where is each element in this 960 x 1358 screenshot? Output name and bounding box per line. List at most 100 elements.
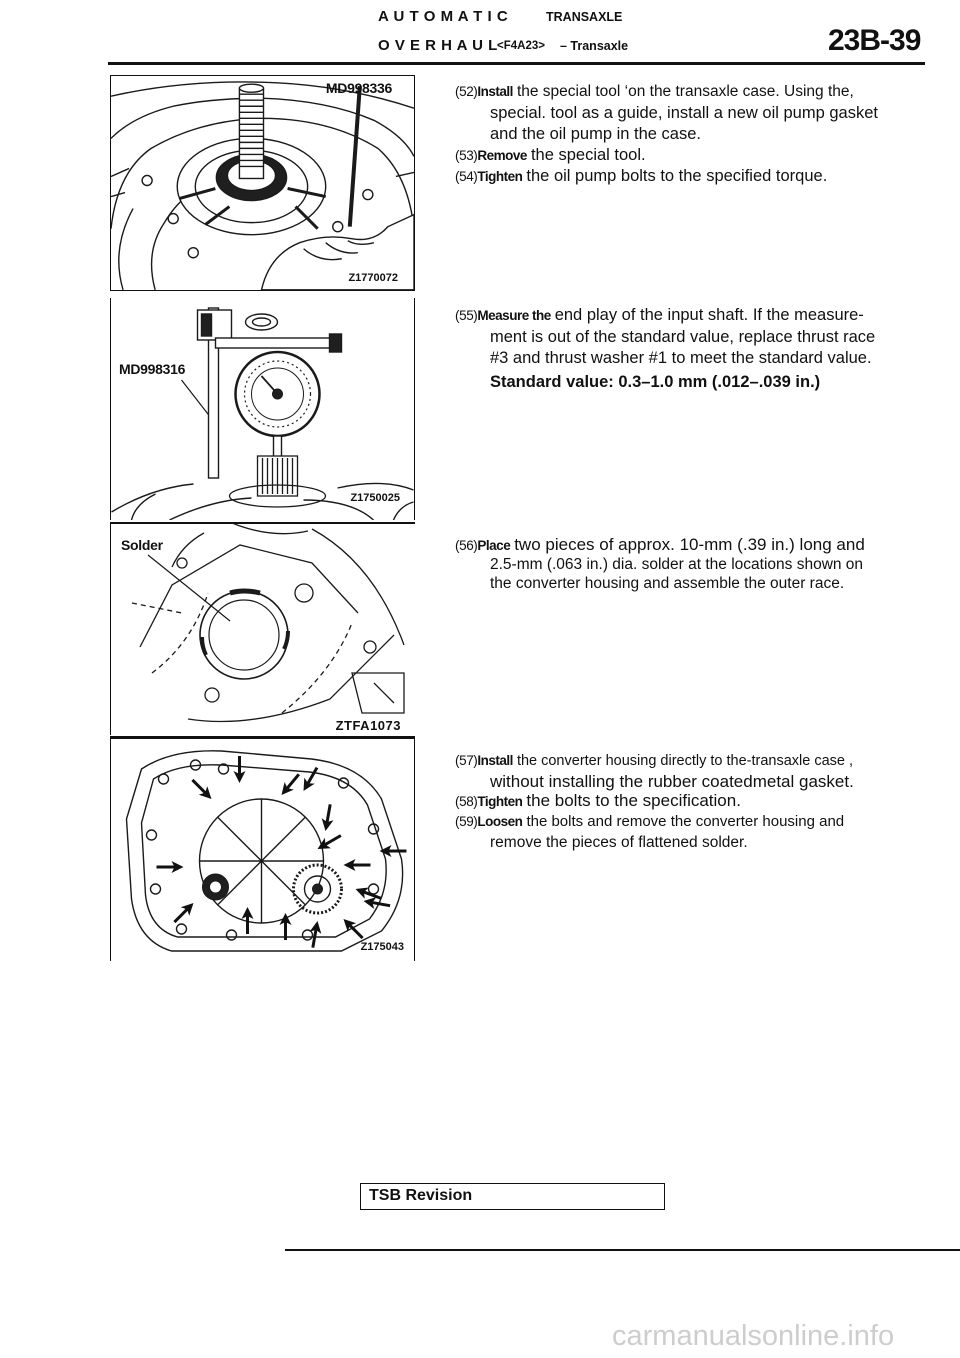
header-subtitle-transaxle: – Transaxle [560,39,629,53]
dial-face [243,360,312,428]
tool-label-md998336: MD998336 [325,80,392,96]
footer-rule [285,1249,960,1251]
step-number: (52) [455,84,478,99]
stand-knob-inner [251,317,272,327]
bolt-hole [187,247,199,259]
bolt-arrow [318,801,338,834]
step-text: the oil pump bolts to the specified torq… [526,167,828,185]
step-text: the converter housing directly to the-tr… [516,753,854,769]
tool-shaft-cap [238,83,265,93]
bolt-hole [363,640,377,654]
housing-outline [139,544,359,648]
stand-post [207,307,220,479]
figure-divider [110,736,415,739]
md998316-dial-gauge-stand [196,307,343,479]
leader-line [181,379,210,417]
step-number: (55) [455,308,478,323]
step-number: (54) [455,169,478,184]
bolt-hole [217,763,230,775]
bolt-hole [337,777,350,789]
step-number: (53) [455,148,478,163]
figure-converter-housing-bolts: Z175043 [110,739,415,961]
stand-arm [214,337,335,349]
bearing-inner [209,880,222,894]
step-text: special. tool as a guide, install a new … [490,103,878,122]
case-rib [111,167,414,198]
bolt-arrow [232,754,247,785]
bearing [202,873,229,901]
figure-code: Z1770072 [348,272,398,284]
step-text: ment is out of the standard value, repla… [490,327,876,346]
housing-outline [125,750,404,952]
guide-rod [347,86,362,227]
bolt-hole [332,220,344,233]
watermark: carmanualsonline.info [612,1320,895,1352]
solder-piece [200,636,208,656]
step-text: the bolts and remove the converter housi… [526,813,845,830]
figure-end-play-measurement: MD998316 Z1750025 [110,298,415,520]
hand-outline [260,213,414,290]
step-text: the special tool ‘on the transaxle case.… [516,83,854,100]
shaft-base [228,484,327,508]
input-shaft [228,455,327,508]
bolt-hole [204,687,220,703]
step-action: Measure the [477,308,551,323]
bolt-hole [176,557,188,569]
case-outline [111,482,414,513]
tool-arms [178,187,327,230]
case-rib [130,493,414,520]
bolt-arrow [168,897,200,928]
step-action: Place [477,538,511,553]
solder-piece [229,588,261,596]
figure-code: Z175043 [360,941,404,953]
md998336-special-tool [178,83,327,230]
header-subtitle-overhaul: O V E R H A U L [378,37,498,54]
solder-piece [282,630,290,650]
housing-outline [171,523,309,568]
case-outline [169,497,374,520]
step-text: two pieces of approx. 10-mm (.39 in.) lo… [514,535,865,554]
bolt-arrow [305,918,325,951]
housing-hidden-line [131,592,353,714]
tsb-revision-box: TSB Revision [360,1183,665,1210]
oil-pump-install-illustration [111,81,414,290]
arm-end-knob [328,333,343,353]
step-text: without installing the rubber coatedmeta… [490,772,854,791]
standard-value-spec: Standard value: 0.3–1.0 mm (.012–.039 in… [490,372,821,391]
dial-center [272,388,283,400]
bolt-hole [301,929,314,941]
step-text: the special tool. [530,146,646,164]
step-action: Remove [477,148,527,163]
dial-stem [272,435,283,459]
spline-teeth [239,93,264,168]
bolt-arrow [342,857,372,873]
leader-line [147,554,231,622]
figure-oil-pump-install: MD998336 Z1770072 [110,75,415,291]
step-number: (59) [455,814,478,829]
bolt-hole [362,188,374,201]
outer-race-bore [199,588,290,680]
dial-face-inner [251,367,304,421]
gear-teeth [292,863,343,915]
tool-label-md998316: MD998316 [119,361,186,377]
step-text: the converter housing and assemble the o… [490,575,845,592]
figure-code: Z1750025 [350,492,400,504]
figure-code: ZTFA1073 [335,718,401,733]
dial-indicator [234,350,321,459]
bolt-hole [167,212,179,225]
step-action: Install [477,84,513,99]
converter-housing [131,523,405,723]
spline-teeth [261,458,294,494]
step-number: (58) [455,794,478,809]
step-text: 2.5-mm (.063 in.) dia. solder at the loc… [490,556,864,573]
bolt-hole [367,883,380,895]
housing-outline [187,634,395,723]
bolt-hole [175,923,188,935]
dial-gauge-illustration [111,307,414,520]
